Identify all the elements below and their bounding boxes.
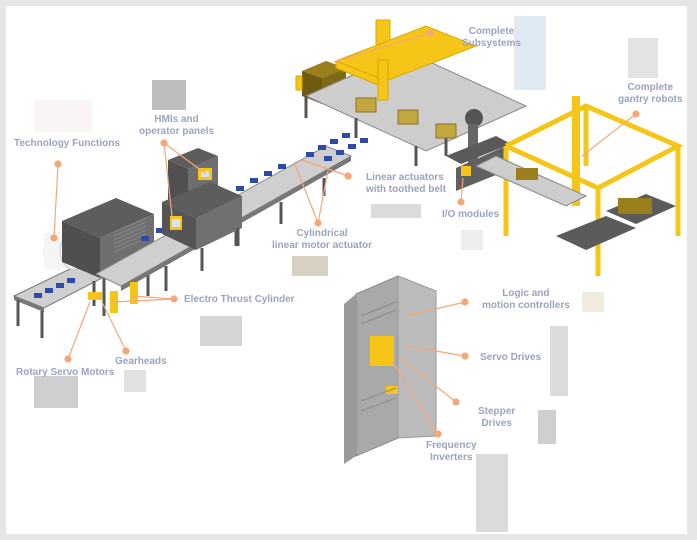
label-complete-subsystems: Complete Subsystems xyxy=(462,26,521,49)
servo-motor-thumb xyxy=(34,376,78,408)
control-cabinet xyxy=(344,275,437,464)
label-stepper-drives: Stepper Drives xyxy=(478,406,516,429)
production-line-illustration xyxy=(12,16,684,532)
hmi-thumb xyxy=(152,80,186,110)
label-complete-gantry-robots: Complete gantry robots xyxy=(618,82,683,105)
gantry-thumb xyxy=(628,38,658,78)
label-servo-drives: Servo Drives xyxy=(480,352,542,363)
label-technology-functions: Technology Functions xyxy=(14,138,120,149)
diagram-canvas: Technology Functions HMIs and operator p… xyxy=(6,6,687,534)
infeed-conveyor xyxy=(12,265,108,338)
label-hmis: HMIs and operator panels xyxy=(139,114,215,137)
label-io-modules: I/O modules xyxy=(442,209,500,220)
thrust-cylinder-thumb xyxy=(200,316,242,346)
leader-lines xyxy=(50,29,640,438)
inverter-thumb xyxy=(476,454,508,532)
product-thumbnails xyxy=(34,16,658,532)
label-rotary-servo-motors: Rotary Servo Motors xyxy=(16,367,115,378)
io-thumb xyxy=(461,230,483,250)
pallets xyxy=(556,194,676,250)
label-electro-thrust-cylinder: Electro Thrust Cylinder xyxy=(184,294,295,305)
gantry-conveyor xyxy=(474,155,588,207)
label-frequency-inverters: Frequency Inverters xyxy=(426,440,477,463)
technology-functions-thumb xyxy=(34,100,92,132)
shrink-tunnel xyxy=(62,198,154,316)
gearhead-thumb xyxy=(124,370,146,392)
stepper-drive-thumb xyxy=(538,410,556,444)
cylindrical-motor-thumb xyxy=(292,256,328,276)
servo-drive-thumb xyxy=(550,326,568,396)
yellow-pick-and-place xyxy=(295,19,478,101)
linear-actuator-thumb xyxy=(371,204,421,218)
label-logic-motion-controllers: Logic and motion controllers xyxy=(482,288,570,311)
controller-thumb xyxy=(582,292,604,312)
label-cylindrical-linear-motor: Cylindrical linear motor actuator xyxy=(272,228,373,251)
label-gearheads: Gearheads xyxy=(115,356,167,367)
label-linear-actuators: Linear actuators with toothed belt xyxy=(366,172,446,195)
subsystems-thumb xyxy=(514,16,546,90)
